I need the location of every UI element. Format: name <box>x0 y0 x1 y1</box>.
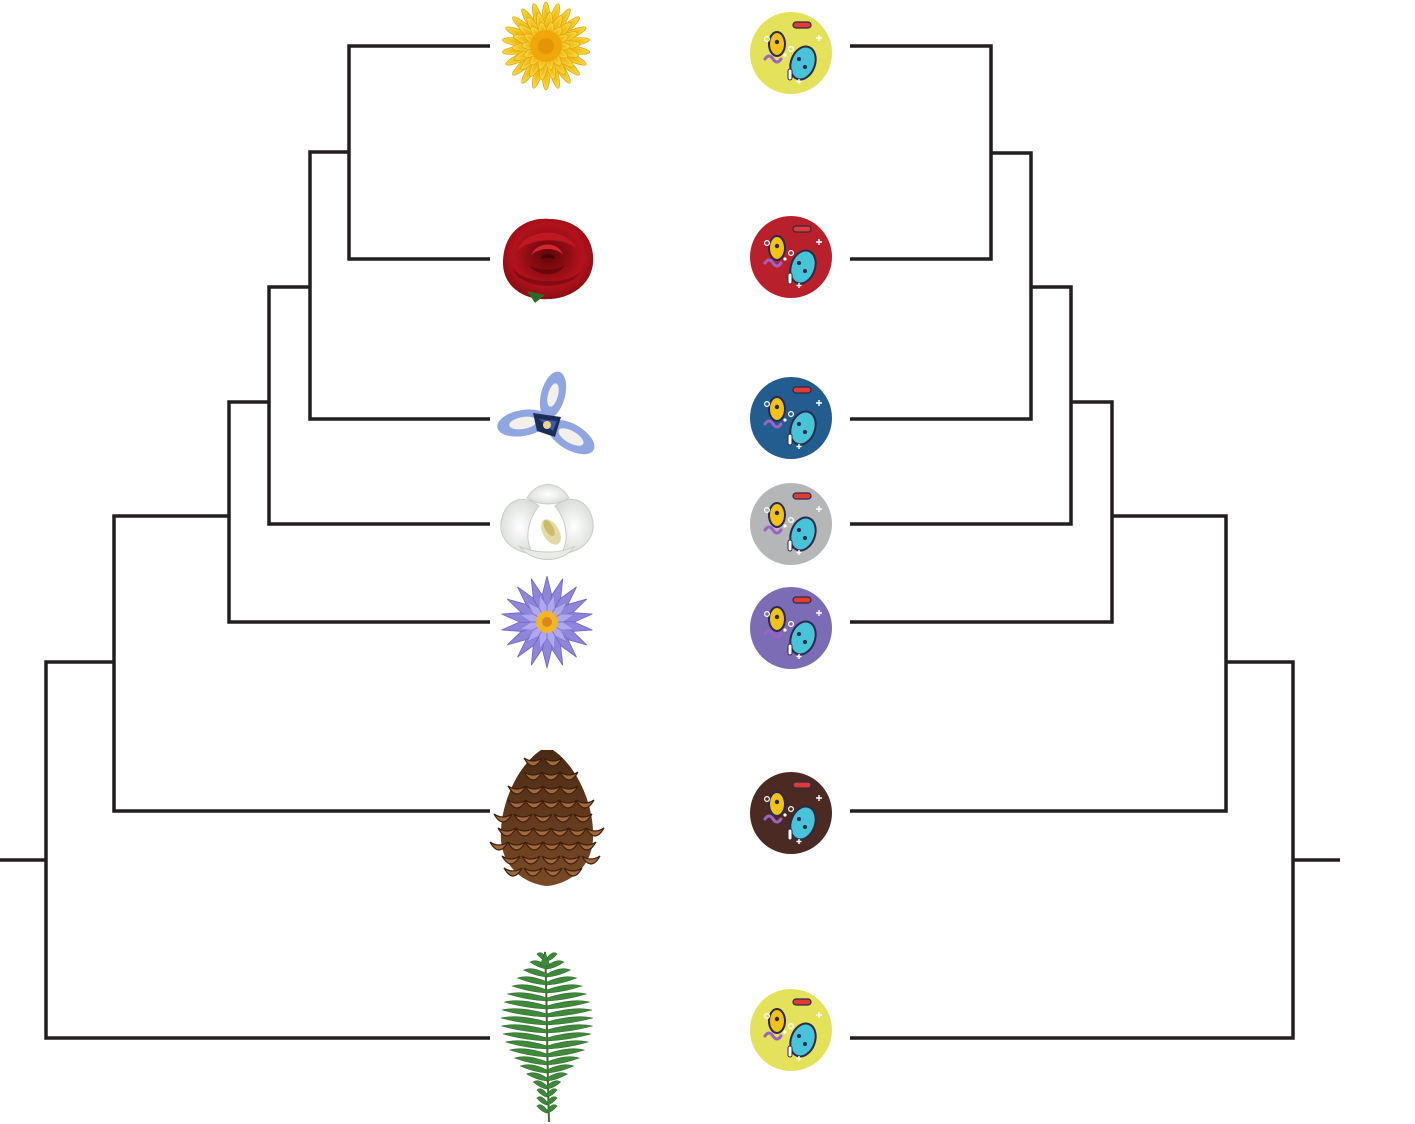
plant-tree-branch <box>44 660 490 1040</box>
white-magnolia-icon <box>500 484 594 560</box>
plant-tree-branch <box>347 44 490 261</box>
microbe-badge-icon <box>750 12 832 94</box>
microbiome-tree-branch <box>850 44 993 261</box>
fern-frond-icon <box>500 951 594 1123</box>
microbe-badge-icon <box>750 377 832 459</box>
microbiome-tree-branch <box>850 514 1228 813</box>
microbiome-tree-branch <box>850 151 1033 421</box>
purple-water-lily-icon <box>501 575 593 669</box>
blue-iris-icon <box>497 371 595 455</box>
yellow-chrysanthemum-icon <box>502 1 590 91</box>
plant-tree-branch <box>308 150 490 421</box>
microbe-badges <box>750 12 832 1071</box>
pine-cone-icon <box>489 750 605 886</box>
microbiome-tree-branch <box>850 400 1114 624</box>
microbe-badge-icon <box>750 587 832 669</box>
red-rose-icon <box>503 218 594 303</box>
microbe-badge-icon <box>750 772 832 854</box>
microbe-badge-icon <box>750 216 832 298</box>
microbiome-tree <box>850 44 1340 1040</box>
microbiome-tree-branch <box>850 285 1073 526</box>
plant-tree-branch <box>227 400 490 624</box>
microbiome-tree-branch <box>850 660 1295 1040</box>
plant-tree-branch <box>267 285 490 526</box>
plant-icons <box>489 1 605 1123</box>
microbe-badge-icon <box>750 989 832 1071</box>
plant-tree <box>0 44 490 1040</box>
plant-tree-branch <box>112 514 490 813</box>
microbe-badge-icon <box>750 483 832 565</box>
